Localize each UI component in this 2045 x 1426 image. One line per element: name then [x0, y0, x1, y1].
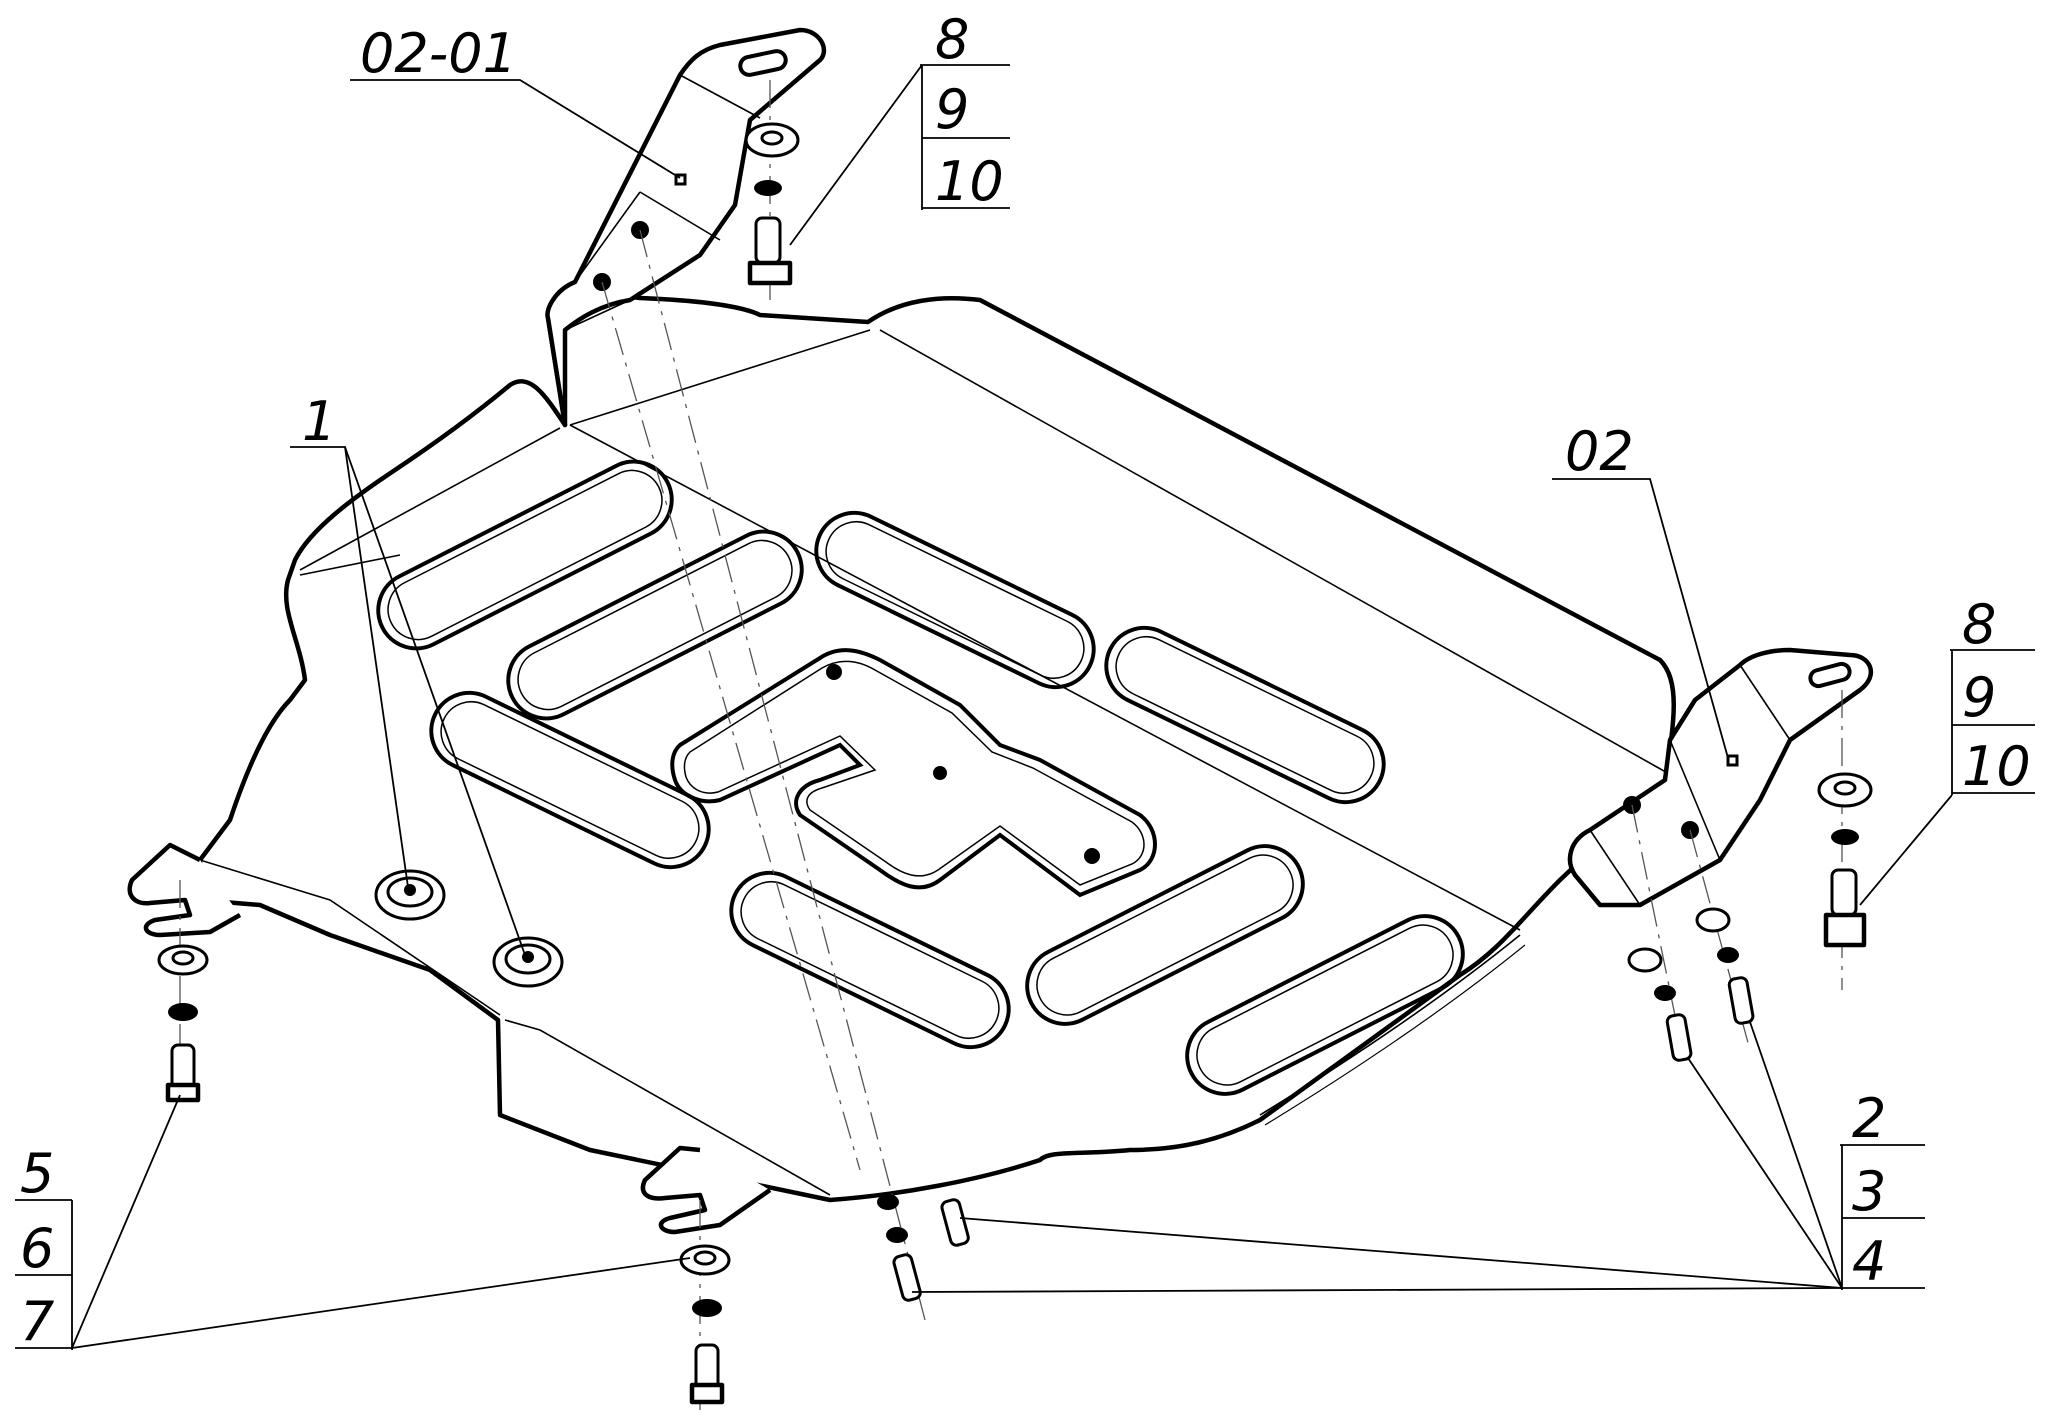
label-part-02: 02 — [1565, 420, 1634, 483]
fastener-stack-top — [744, 122, 800, 286]
label-part-4: 4 — [1852, 1230, 1886, 1293]
bracket-02-01 — [545, 27, 827, 428]
skid-plate — [127, 293, 1681, 1235]
fastener-stack-5-6-7 — [157, 944, 731, 1405]
leader-lines — [15, 64, 2035, 1350]
label-part-7: 7 — [20, 1290, 54, 1353]
label-top-9: 9 — [935, 78, 969, 141]
label-part-3: 3 — [1852, 1160, 1886, 1223]
plate-nuts — [374, 869, 564, 988]
label-part-5: 5 — [20, 1142, 54, 1205]
label-right-9: 9 — [1962, 666, 1996, 729]
label-part-02-01: 02-01 — [360, 22, 517, 85]
label-top-8: 8 — [935, 8, 969, 71]
label-top-10: 10 — [935, 150, 1004, 213]
label-right-8: 8 — [1962, 593, 1996, 656]
label-part-2: 2 — [1852, 1087, 1886, 1150]
label-part-1: 1 — [302, 390, 336, 453]
fastener-stack-2-3-4 — [877, 907, 1755, 1302]
stamped-slots — [376, 459, 1465, 1096]
label-part-6: 6 — [20, 1217, 54, 1280]
fastener-stack-right — [1817, 772, 1873, 948]
label-right-10: 10 — [1962, 735, 2031, 798]
bracket-02 — [1567, 647, 1873, 908]
